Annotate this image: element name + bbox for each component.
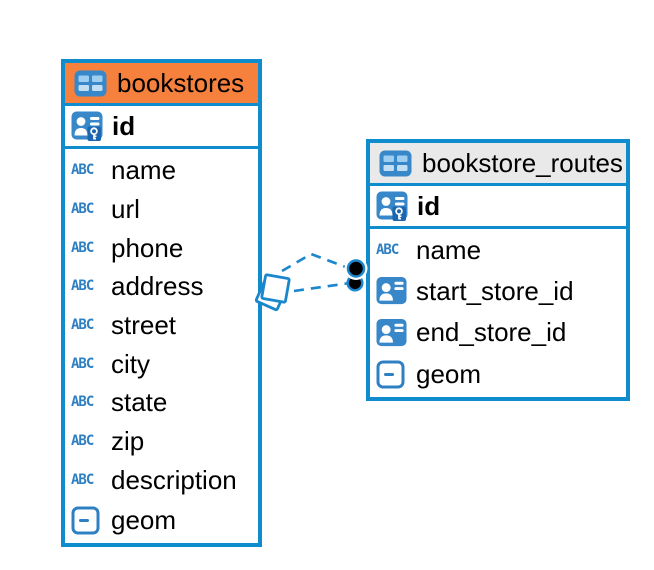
table-grid-icon	[74, 70, 107, 97]
column-row[interactable]: geom	[71, 506, 254, 535]
column-row[interactable]: ABC city	[71, 351, 254, 377]
abc-icon: ABC	[71, 239, 94, 256]
column-row[interactable]: ABC state	[71, 389, 254, 415]
column-label: address	[111, 271, 204, 302]
column-label: start_store_id	[416, 275, 574, 306]
table-bookstore-routes-header[interactable]: bookstore_routes	[370, 143, 626, 186]
column-label: url	[111, 194, 140, 225]
column-label: zip	[111, 426, 145, 457]
pk-column-label: id	[417, 190, 441, 221]
column-label: geom	[416, 359, 482, 390]
person-card-icon	[376, 276, 407, 305]
person-card-icon	[376, 318, 407, 347]
relationship-lines[interactable]	[281, 252, 352, 293]
abc-icon: ABC	[376, 242, 399, 259]
column-row[interactable]: ABC url	[71, 196, 254, 222]
column-label: end_store_id	[416, 317, 567, 348]
column-row[interactable]: ABC description	[71, 467, 254, 493]
relationship-target-dot-marker[interactable]	[344, 257, 368, 292]
column-label: name	[111, 155, 177, 186]
column-label: street	[111, 310, 177, 341]
abc-icon: ABC	[71, 355, 94, 372]
column-label: state	[111, 387, 168, 418]
table-title: bookstore_routes	[422, 147, 623, 178]
pk-column-label: id	[112, 110, 136, 141]
person-card-key-icon	[376, 191, 408, 222]
column-row[interactable]: start_store_id	[376, 276, 622, 305]
abc-icon: ABC	[71, 317, 94, 334]
abc-icon: ABC	[71, 433, 94, 450]
table-title: bookstores	[117, 67, 245, 98]
column-row[interactable]: ABC name	[376, 237, 622, 263]
geometry-icon	[71, 506, 102, 535]
column-label: city	[111, 348, 150, 379]
column-row[interactable]: ABC address	[71, 273, 254, 299]
column-label: description	[111, 464, 237, 495]
column-row-pk[interactable]: id	[370, 186, 626, 229]
person-card-key-icon	[71, 111, 103, 142]
column-row[interactable]: end_store_id	[376, 318, 622, 347]
abc-icon: ABC	[71, 471, 94, 488]
table-bookstores-header[interactable]: bookstores	[65, 63, 258, 106]
column-label: name	[416, 235, 482, 266]
column-row[interactable]: geom	[376, 360, 622, 389]
table-bookstores-columns: ABC name ABC url ABC phone ABC address A…	[65, 149, 258, 543]
column-label: phone	[111, 232, 184, 263]
column-row[interactable]: ABC street	[71, 312, 254, 338]
table-bookstores[interactable]: bookstores id ABC name	[61, 59, 262, 547]
table-bookstore-routes-columns: ABC name start_store_id	[370, 229, 626, 397]
column-row[interactable]: ABC name	[71, 157, 254, 183]
table-grid-icon	[379, 150, 412, 177]
geometry-icon	[376, 360, 407, 389]
column-row[interactable]: ABC phone	[71, 235, 254, 261]
column-row[interactable]: ABC zip	[71, 428, 254, 454]
abc-icon: ABC	[71, 201, 94, 218]
abc-icon: ABC	[71, 278, 94, 295]
table-bookstore-routes[interactable]: bookstore_routes id ABC name	[366, 139, 630, 401]
abc-icon: ABC	[71, 394, 94, 411]
column-label: geom	[111, 505, 177, 536]
column-row-pk[interactable]: id	[65, 106, 258, 149]
abc-icon: ABC	[71, 162, 94, 179]
